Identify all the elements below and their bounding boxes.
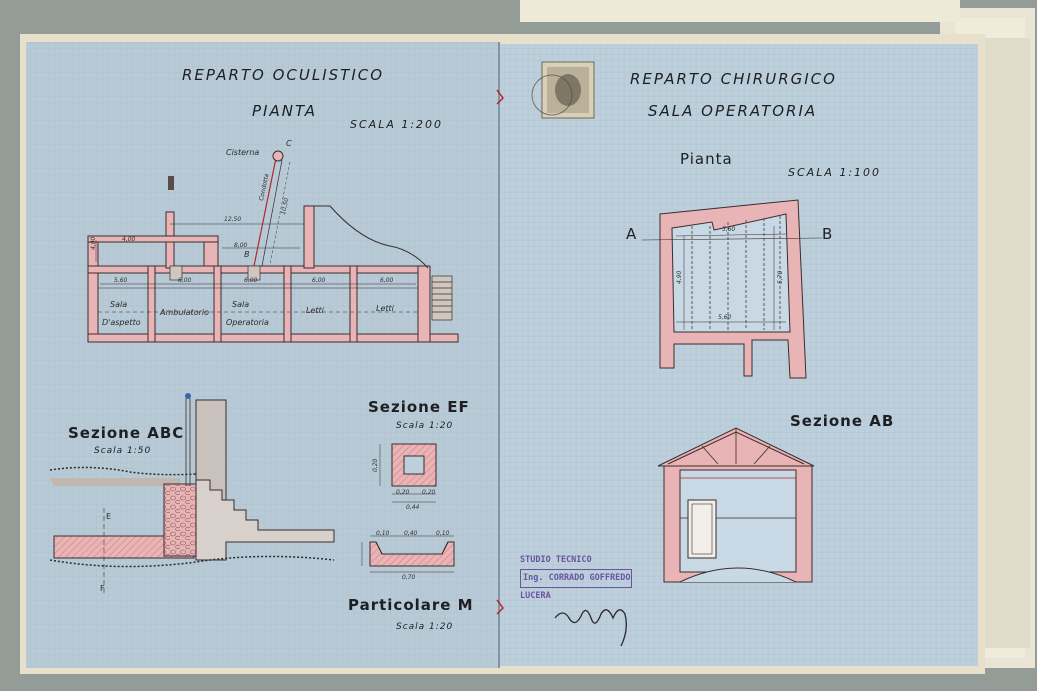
ef-dimension: 0,20 (396, 489, 410, 496)
surgical-dimension: 5,60 (722, 226, 736, 233)
room-label: Sala (232, 300, 250, 309)
section-abc-scale: Scala 1:50 (94, 446, 152, 456)
room-label: Operatoria (226, 318, 269, 327)
plan-dimension: 6,00 (380, 277, 394, 284)
stamp-line: LUCERA (520, 591, 551, 601)
surgical-dimension: 5,70 (777, 270, 784, 284)
rubber-stamp: STUDIO TECNICO Ing. CORRADO GOFFREDO LUC… (520, 552, 632, 602)
room-label: Letti (306, 306, 324, 315)
room-label: D'aspetto (102, 318, 141, 327)
plan-dimension: 8,00 (234, 242, 248, 249)
m-dimension: 0,10 (436, 530, 450, 537)
room-label: Letti (376, 304, 394, 313)
point-e-label: E (106, 512, 112, 521)
left-title-2: PIANTA (252, 102, 317, 120)
plan-dimension: 4,00 (90, 236, 97, 250)
surgical-dimension: 4,90 (676, 270, 683, 284)
section-ab-drawing (657, 427, 815, 583)
section-ef-scale: Scala 1:20 (396, 421, 454, 431)
plan-dimension: 4,00 (122, 236, 136, 243)
point-b-label: B (244, 250, 250, 259)
m-dimension: 0,40 (404, 530, 418, 537)
room-label: Sala (110, 300, 128, 309)
point-b-label: B (822, 225, 834, 243)
point-a-label: A (626, 225, 638, 243)
left-title-1: REPARTO OCULISTICO (182, 66, 385, 84)
section-ef-title: Sezione EF (368, 398, 470, 416)
stamp-line: STUDIO TECNICO (520, 555, 592, 565)
point-f-label: F (100, 584, 105, 593)
ef-dimension: 0,44 (406, 504, 420, 511)
right-plan-title: Pianta (680, 150, 733, 168)
point-c-label: C (286, 139, 292, 148)
section-abc-drawing (49, 393, 335, 596)
detail-m-title: Particolare M (348, 596, 474, 614)
surgical-dimension: 5,60 (718, 314, 732, 321)
plan-dimension: 6,00 (178, 277, 192, 284)
ef-dimension: 0,20 (422, 489, 436, 496)
m-dimension: 0,10 (376, 530, 390, 537)
postage-stamp (531, 61, 595, 119)
section-ab-title: Sezione AB (790, 412, 895, 430)
detail-m-drawing (361, 535, 455, 573)
plan-dimension: 6,00 (244, 277, 258, 284)
room-label: Ambulatorio (160, 308, 209, 317)
plan-dimension: 6,00 (312, 277, 326, 284)
surgical-plan (641, 199, 823, 379)
stamp-line: Ing. CORRADO GOFFREDO (520, 569, 632, 588)
signature (554, 609, 627, 647)
ef-dimension: 0,20 (372, 458, 379, 472)
plan-dimension: 5,60 (114, 277, 128, 284)
plan-dimension: 12,50 (224, 216, 242, 223)
section-abc-title: Sezione ABC (68, 424, 185, 442)
cisterna-label: Cisterna (226, 148, 260, 157)
left-scale: SCALA 1:200 (350, 118, 444, 131)
right-title-1: REPARTO CHIRURGICO (630, 70, 837, 88)
ophthalmic-plan (87, 150, 459, 343)
right-scale: SCALA 1:100 (788, 166, 882, 179)
m-dimension: 0,70 (402, 574, 416, 581)
section-ef-drawing (379, 443, 437, 503)
detail-m-scale: Scala 1:20 (396, 622, 454, 632)
right-title-2: SALA OPERATORIA (648, 102, 818, 120)
